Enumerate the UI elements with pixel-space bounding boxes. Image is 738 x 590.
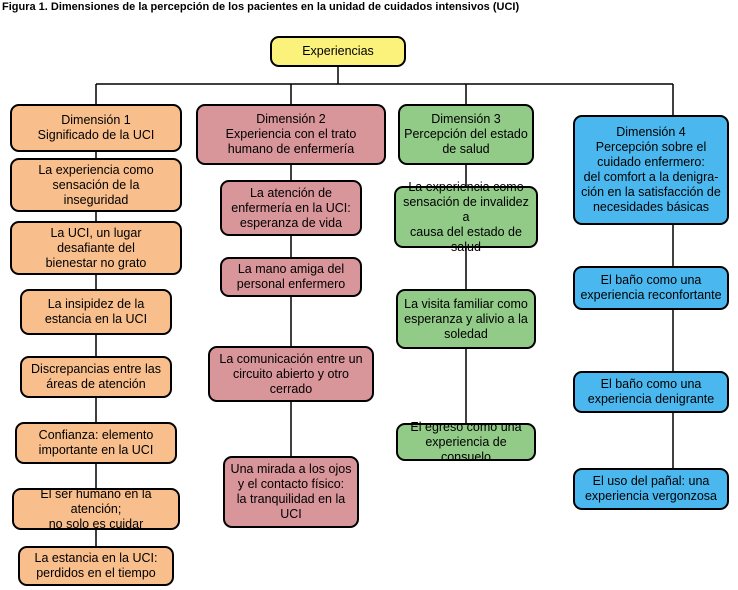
dimension-3-item: La experiencia como sensación de invalid… bbox=[394, 180, 538, 254]
dimension-1-item: La UCI, un lugar desafiante del bienesta… bbox=[10, 221, 182, 275]
dimension-1-item: La experiencia como sensación de la inse… bbox=[10, 158, 182, 212]
dimension-4-header: Dimensión 4 Percepción sobre el cuidado … bbox=[573, 115, 729, 225]
figure-title: Figura 1. Dimensiones de la percepción d… bbox=[2, 1, 520, 13]
dimension-3-item: La visita familiar como esperanza y aliv… bbox=[396, 289, 536, 349]
dimension-1-item: La estancia en la UCI: perdidos en el ti… bbox=[18, 546, 174, 586]
dimension-2-item: La mano amiga del personal enfermero bbox=[220, 257, 362, 297]
dimension-3-header: Dimensión 3 Percepción del estado de sal… bbox=[398, 104, 534, 165]
dimension-4-item: El uso del pañal: una experiencia vergon… bbox=[573, 468, 729, 510]
dimension-1-header: Dimensión 1 Significado de la UCI bbox=[10, 104, 182, 152]
dimension-1-item: Discrepancias entre las áreas de atenció… bbox=[20, 356, 172, 398]
dimension-4-item: El baño como una experiencia denigrante bbox=[573, 371, 729, 413]
dimension-2-header: Dimensión 2 Experiencia con el trato hum… bbox=[196, 104, 386, 165]
dimension-1-item: La insipidez de la estancia en la UCI bbox=[20, 289, 172, 335]
root-node: Experiencias bbox=[270, 36, 406, 67]
dimension-2-item: La comunicación entre un circuito abiert… bbox=[208, 346, 374, 402]
dimension-3-item: El egreso como una experiencia de consue… bbox=[396, 420, 536, 464]
dimension-2-item: La atención de enfermería en la UCI: esp… bbox=[220, 180, 362, 236]
dimension-1-item: Confianza: elemento importante en la UCI bbox=[15, 422, 177, 464]
dimension-4-item: El baño como una experiencia reconfortan… bbox=[573, 266, 729, 310]
dimension-2-item: Una mirada a los ojos y el contacto físi… bbox=[223, 456, 359, 528]
dimension-1-item: El ser humano en la atención; no solo es… bbox=[12, 487, 180, 531]
